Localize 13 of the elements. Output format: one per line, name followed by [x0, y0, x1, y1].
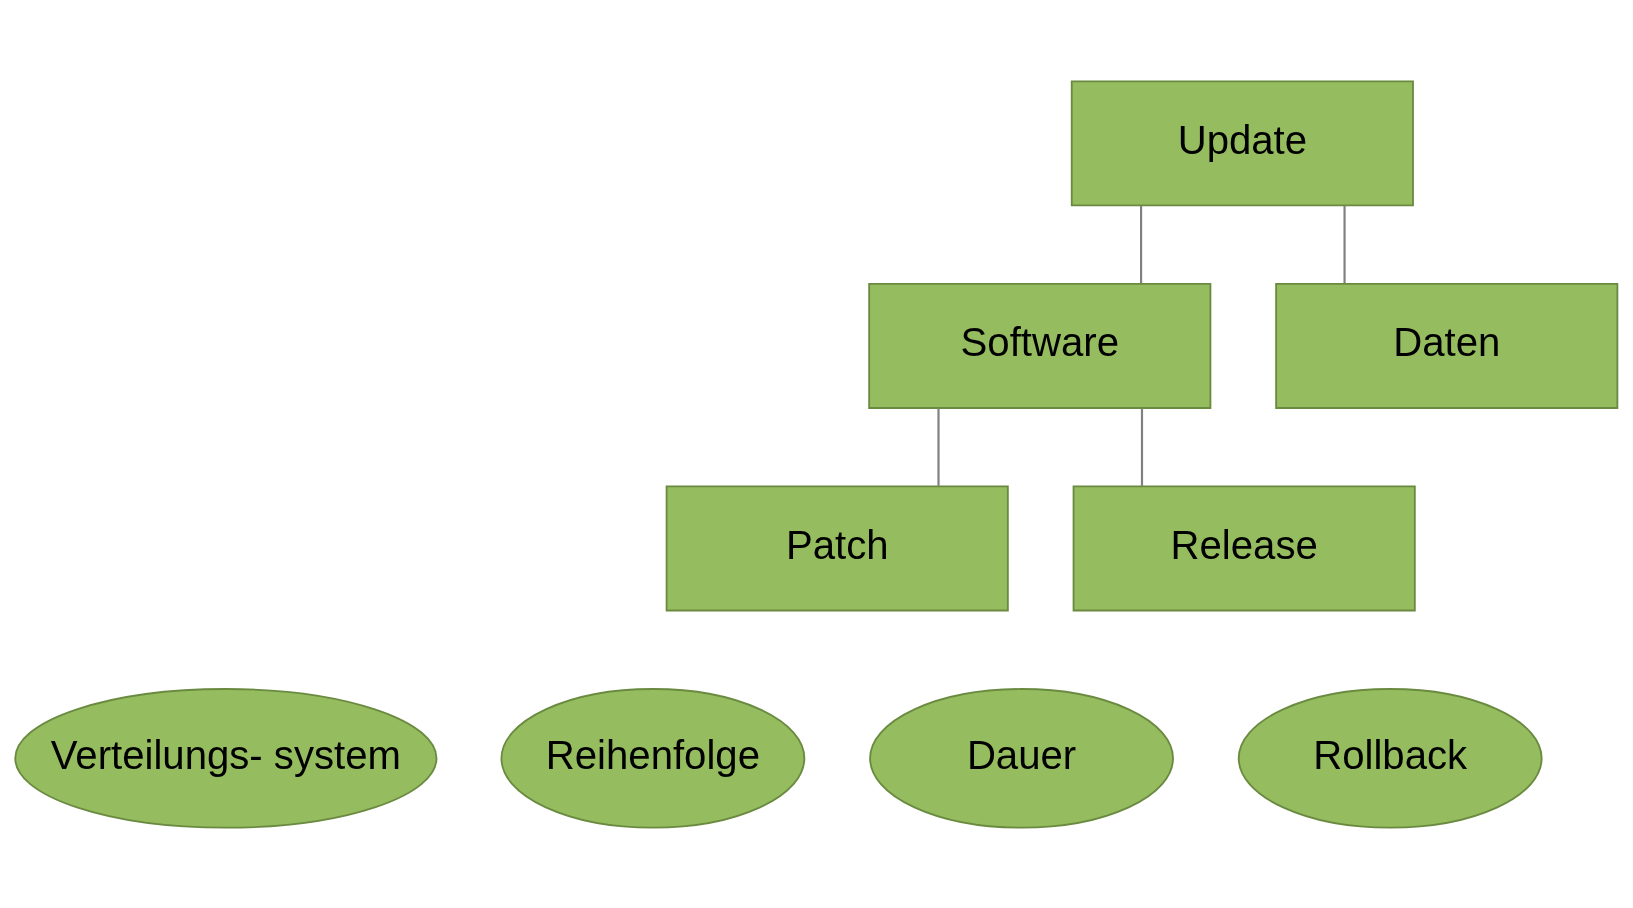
node-ellipse: Reihenfolge	[500, 687, 806, 829]
node-box: Daten	[1275, 282, 1619, 409]
node-ellipse: Verteilungs- system	[14, 687, 438, 829]
connector	[1139, 205, 1143, 283]
node-ellipse: Rollback	[1237, 687, 1543, 829]
node-ellipse: Dauer	[869, 687, 1174, 829]
connector	[937, 407, 940, 486]
node-box: Update	[1070, 79, 1414, 206]
node-box: Patch	[665, 485, 1009, 611]
connector	[1343, 205, 1346, 283]
node-box: Release	[1072, 485, 1416, 611]
node-box: Software	[868, 282, 1212, 409]
connector	[1140, 407, 1144, 486]
